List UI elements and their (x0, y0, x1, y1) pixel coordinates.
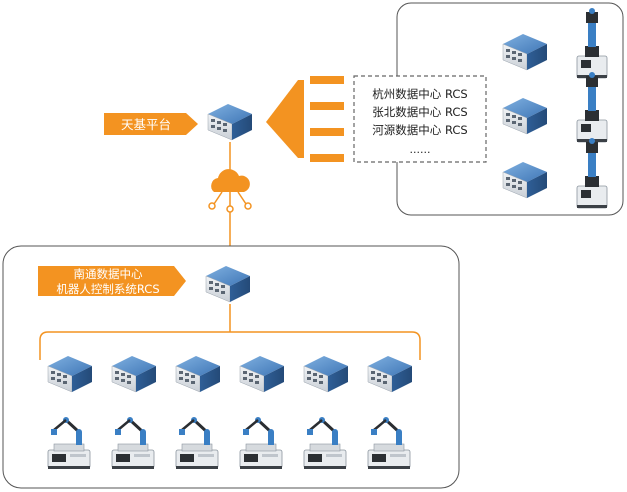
funnel-connector (266, 80, 304, 158)
data-center-building-icon (207, 103, 253, 141)
local-center-label-line1: 南通数据中心 (74, 267, 143, 281)
local-center-label-arrow (38, 266, 186, 296)
remote-rcs-ellipsis: ...... (410, 143, 431, 156)
remote-rcs-list-box (353, 75, 487, 163)
platform-label: 天基平台 (121, 117, 171, 132)
remote-rcs-item: 河源数据中心 RCS (372, 123, 467, 137)
local-center-label-line2: 机器人控制系统RCS (56, 282, 159, 296)
platform-label-arrow (104, 113, 198, 135)
cloud-network-icon (208, 169, 252, 213)
remote-list-bars (310, 76, 344, 162)
bracket-connector (39, 331, 421, 360)
remote-rcs-item: 杭州数据中心 RCS (372, 87, 467, 101)
remote-servers-column (502, 33, 548, 199)
remote-rcs-item: 张北数据中心 RCS (372, 105, 467, 119)
local-center-panel (2, 245, 460, 489)
